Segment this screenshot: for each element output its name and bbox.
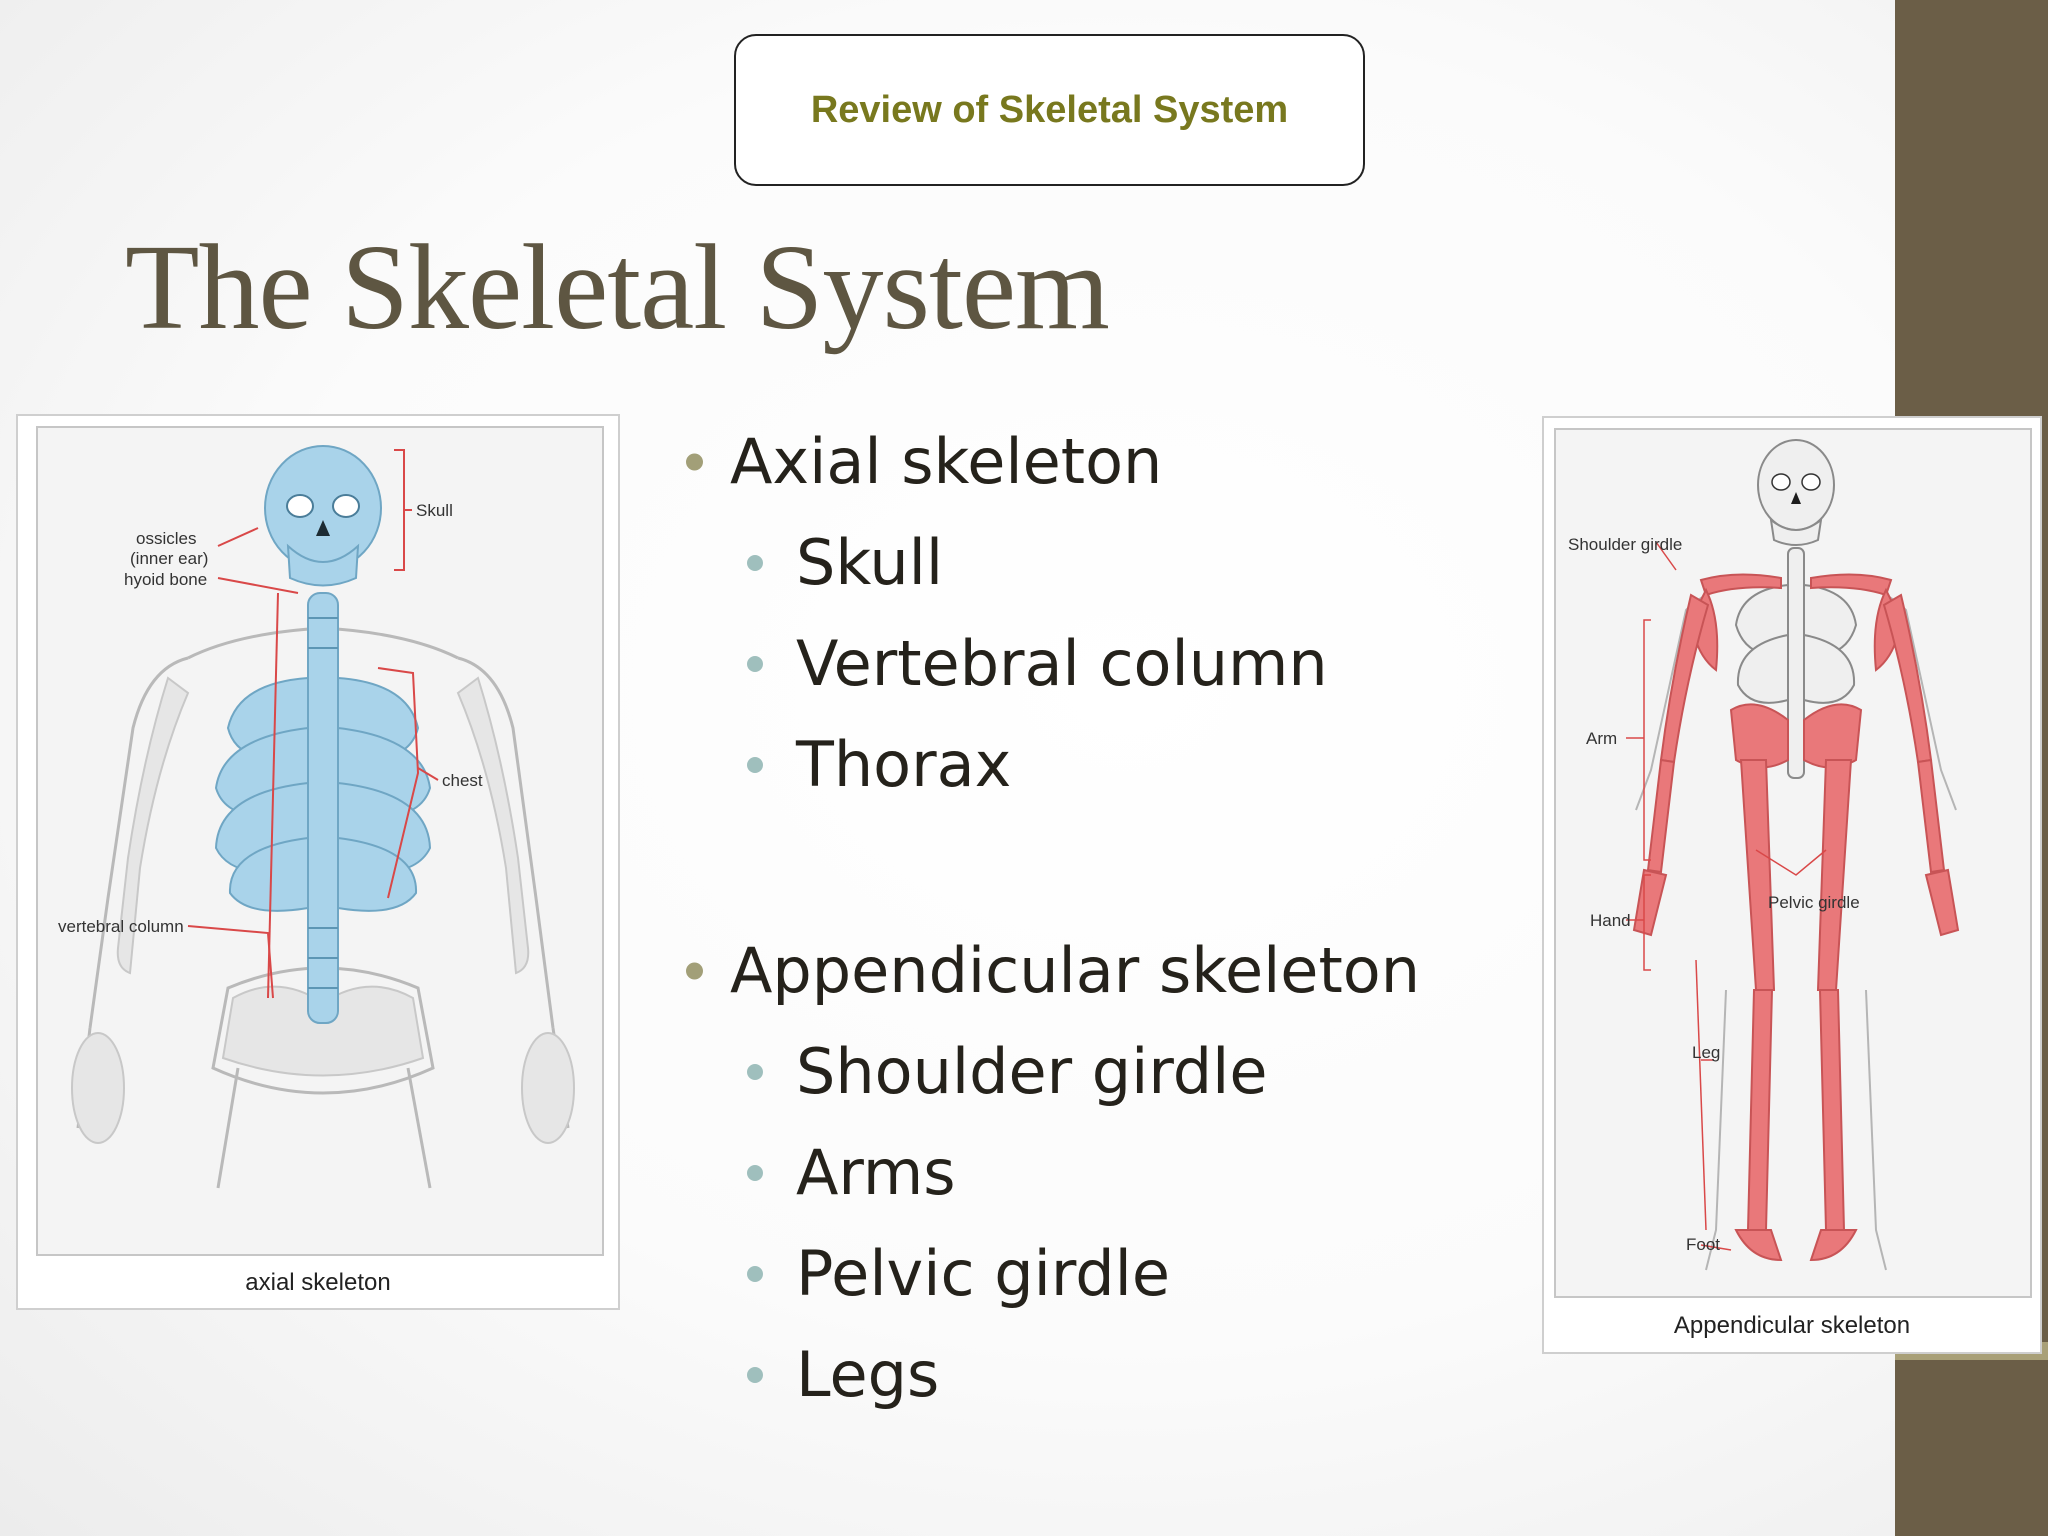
- review-banner-text: Review of Skeletal System: [810, 88, 1289, 131]
- label-pelvic-girdle: Pelvic girdle: [1768, 893, 1860, 912]
- label-leg: Leg: [1692, 1043, 1720, 1062]
- bullet-text: Arms: [796, 1136, 956, 1209]
- bullet-list: Axial skeleton Skull Vertebral column Th…: [680, 412, 1420, 1425]
- bullet-text: Legs: [796, 1338, 940, 1411]
- label-vertebral-column: vertebral column: [58, 917, 184, 936]
- bullet-skull: Skull: [680, 512, 1420, 613]
- label-inner-ear: (inner ear): [130, 549, 208, 568]
- bullet-dot: [686, 453, 703, 471]
- appendicular-skeleton-figure: Shoulder girdle Arm Hand Pelvic girdle L…: [1542, 416, 2042, 1354]
- label-hand: Hand: [1590, 911, 1631, 930]
- bullet-arms: Arms: [680, 1122, 1420, 1223]
- bullet-thorax: Thorax: [680, 714, 1420, 815]
- bullet-text: Axial skeleton: [730, 425, 1163, 498]
- bullet-text: Pelvic girdle: [796, 1237, 1170, 1310]
- bullet-dot: [747, 756, 763, 773]
- bullet-spacer: [680, 815, 1420, 921]
- label-foot: Foot: [1686, 1235, 1720, 1254]
- bullet-text: Appendicular skeleton: [730, 934, 1420, 1007]
- appendicular-skeleton-caption: Appendicular skeleton: [1673, 1312, 1911, 1339]
- bullet-dot: [686, 962, 703, 980]
- slide-title: The Skeletal System: [125, 220, 1110, 355]
- axial-skeleton-caption: axial skeleton: [245, 1269, 391, 1296]
- bullet-dot: [747, 1063, 763, 1080]
- bullet-dot: [747, 554, 763, 571]
- label-skull: Skull: [416, 501, 453, 520]
- bullet-text: Vertebral column: [796, 627, 1328, 700]
- axial-skeleton-figure: ossicles (inner ear) Skull hyoid bone ch…: [16, 414, 620, 1310]
- bullet-shoulder-girdle: Shoulder girdle: [680, 1021, 1420, 1122]
- axial-skeleton-illustration: ossicles (inner ear) Skull hyoid bone ch…: [58, 445, 575, 1189]
- bullet-vertebral-column: Vertebral column: [680, 613, 1420, 714]
- bullet-axial-skeleton: Axial skeleton: [680, 412, 1420, 512]
- label-ossicles: ossicles: [136, 529, 196, 548]
- bullet-legs: Legs: [680, 1324, 1420, 1425]
- bullet-dot: [747, 1164, 763, 1181]
- bullet-text: Thorax: [796, 728, 1012, 801]
- appendicular-skeleton-image: Shoulder girdle Arm Hand Pelvic girdle L…: [1554, 428, 2032, 1298]
- appendicular-skeleton-illustration: Shoulder girdle Arm Hand Pelvic girdle L…: [1568, 439, 1960, 1271]
- bullet-appendicular-skeleton: Appendicular skeleton: [680, 921, 1420, 1021]
- bullet-dot: [747, 1366, 763, 1383]
- bullet-dot: [747, 1265, 763, 1282]
- axial-skeleton-image: ossicles (inner ear) Skull hyoid bone ch…: [36, 426, 604, 1256]
- bullet-text: Skull: [796, 526, 944, 599]
- bullet-pelvic-girdle: Pelvic girdle: [680, 1223, 1420, 1324]
- label-chest: chest: [442, 771, 483, 790]
- label-shoulder-girdle: Shoulder girdle: [1568, 535, 1682, 554]
- review-banner: Review of Skeletal System: [734, 34, 1365, 186]
- bullet-dot: [747, 655, 763, 672]
- bullet-text: Shoulder girdle: [796, 1035, 1268, 1108]
- label-hyoid-bone: hyoid bone: [124, 570, 207, 589]
- label-arm: Arm: [1586, 729, 1617, 748]
